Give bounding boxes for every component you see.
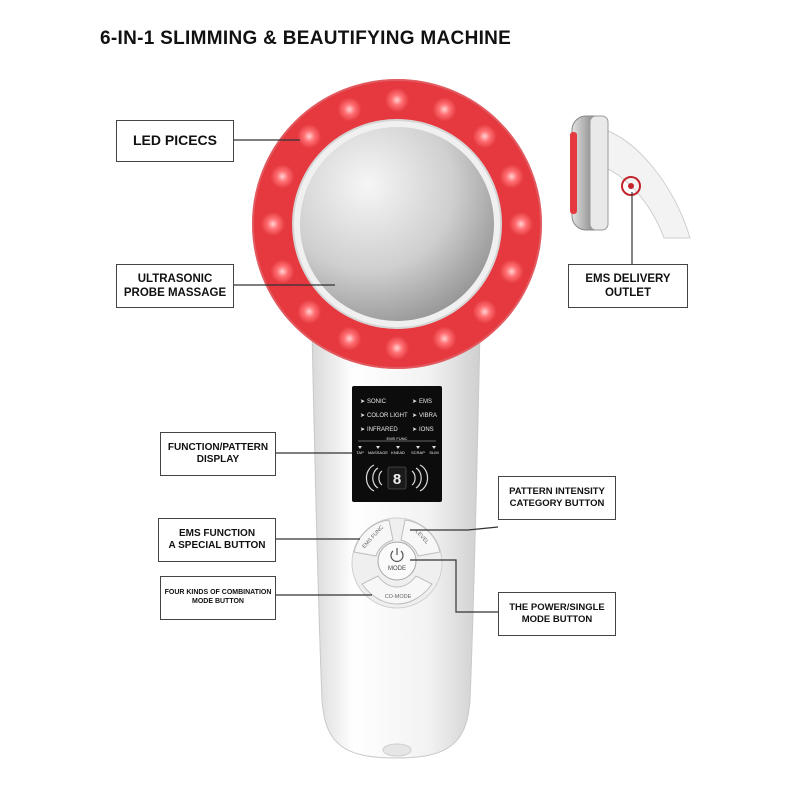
ems-sub-knead: KNEAD [391,450,405,455]
mode-vibra-label: VIBRA [419,413,437,419]
led-piece [509,212,533,236]
ems-sub-slim: SLIM [429,450,438,455]
callout-ems-function: EMS FUNCTION A SPECIAL BUTTON [158,518,276,562]
led-piece [297,300,321,324]
co-mode-button-label: CO-MODE [385,594,412,600]
mode-sonic-label: SONIC [367,399,387,405]
led-piece [500,165,524,189]
mode-button-label: MODE [388,566,406,572]
callout-combination-mode: FOUR KINDS OF COMBINATION MODE BUTTON [160,576,276,620]
svg-text:➤: ➤ [360,413,365,419]
ems-sub-massage: MASSAGE [368,450,388,455]
mode-color-light-label: COLOR LIGHT [367,413,408,419]
svg-text:➤: ➤ [412,413,417,419]
led-piece [433,97,457,121]
ultrasonic-probe-mirror [300,127,494,321]
mode-ions-label: IONS [419,427,434,433]
ems-outlet-side-view [570,116,690,238]
callout-pattern-intensity: PATTERN INTENSITY CATEGORY BUTTON [498,476,616,520]
ems-sub-tap: TAP [356,450,364,455]
callout-ultrasonic-probe: ULTRASONIC PROBE MASSAGE [116,264,234,308]
svg-text:➤: ➤ [360,399,365,405]
led-piece [270,165,294,189]
led-piece [297,124,321,148]
led-piece [261,212,285,236]
display-digit: 8 [393,471,401,488]
ems-sub-scrap: SCRAP [411,450,425,455]
led-piece [270,260,294,284]
svg-text:➤: ➤ [412,399,417,405]
led-piece [473,300,497,324]
led-piece [385,88,409,112]
callout-ems-delivery-outlet: EMS DELIVERY OUTLET [568,264,688,308]
ems-func-display-label: EMS FUNC [387,436,408,441]
led-piece [385,336,409,360]
led-piece [338,327,362,351]
svg-text:➤: ➤ [412,427,417,433]
svg-text:➤: ➤ [360,427,365,433]
callout-led-pieces: LED PICECS [116,120,234,162]
callout-power-mode: THE POWER/SINGLE MODE BUTTON [498,592,616,636]
callout-function-display: FUNCTION/PATTERN DISPLAY [160,432,276,476]
mode-infrared-label: INFRARED [367,427,398,433]
led-piece [473,124,497,148]
mode-ems-label: EMS [419,399,432,405]
led-piece [338,97,362,121]
led-piece [433,327,457,351]
led-piece [500,260,524,284]
